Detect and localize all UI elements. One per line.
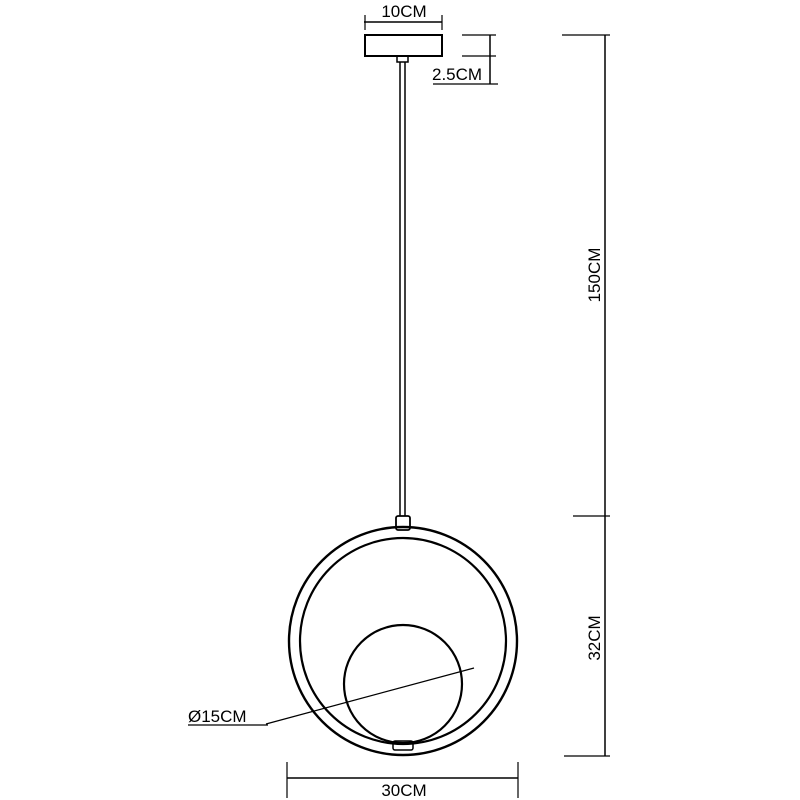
outer-ring [287,525,519,757]
globe-diameter-label: Ø15CM [188,707,247,726]
canopy-height-dimension: 2.5CM [432,34,498,85]
lamp-height-label: 32CM [585,615,604,660]
glass-globe [342,623,464,751]
cable-length-dimension: 150CM [562,34,610,517]
canopy-width-label: 10CM [381,2,426,21]
canopy-width-dimension: 10CM [364,2,443,30]
ring-connector [395,515,411,531]
canopy-height-label: 2.5CM [432,65,482,84]
lamp-height-dimension: 32CM [564,516,610,757]
ring-width-label: 30CM [381,781,426,800]
globe-diameter-dimension: Ø15CM [188,667,475,726]
ring-width-dimension: 30CM [286,762,519,800]
cable-length-label: 150CM [585,248,604,303]
suspension-cable [399,62,406,516]
canopy [364,34,443,63]
